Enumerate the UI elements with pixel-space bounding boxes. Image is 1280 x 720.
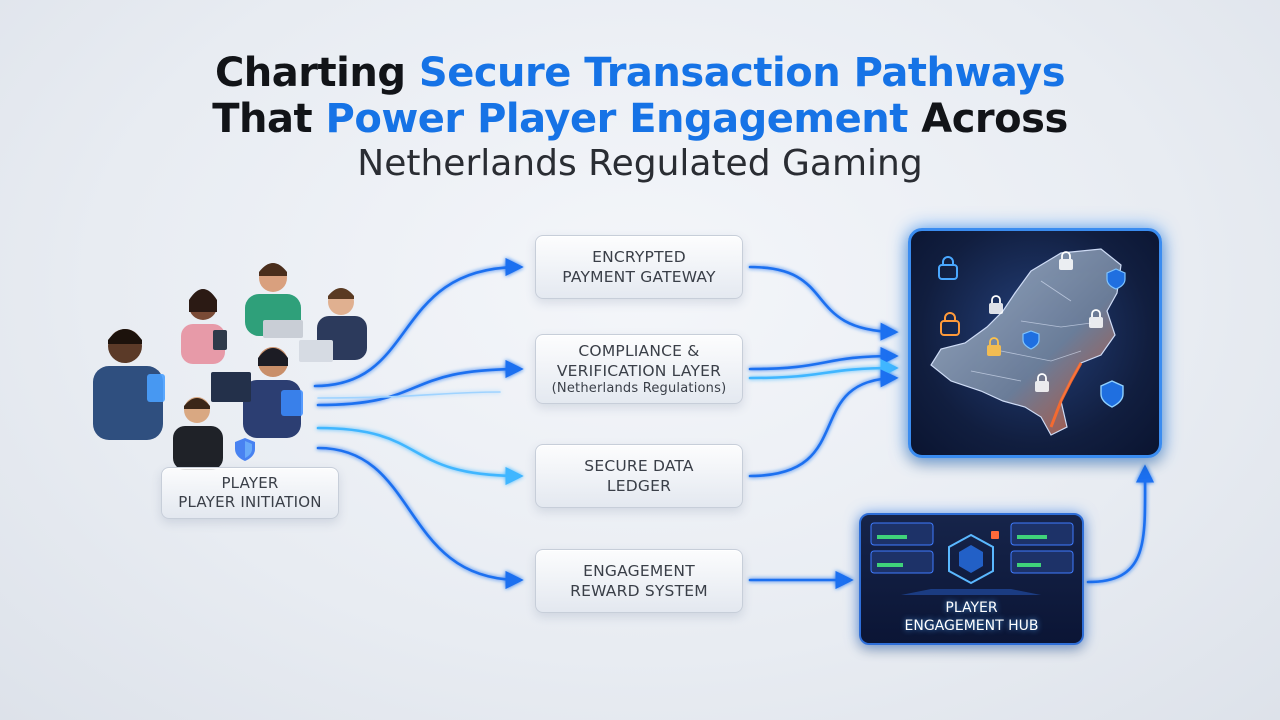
netherlands-map-panel bbox=[908, 228, 1162, 458]
lock-icon bbox=[938, 256, 958, 280]
shield-icon bbox=[1106, 268, 1126, 290]
compliance-verification-node: COMPLIANCE & VERIFICATION LAYER (Netherl… bbox=[535, 334, 743, 404]
encrypted-payment-gateway-node: ENCRYPTED PAYMENT GATEWAY bbox=[535, 235, 743, 299]
flow-gateway-to-map bbox=[748, 265, 899, 341]
flow-compliance-to-map-cyan bbox=[748, 358, 899, 380]
player-node-line-1: PLAYER bbox=[221, 474, 279, 492]
hub-label-line-2: ENGAGEMENT HUB bbox=[904, 618, 1039, 634]
shield-icon bbox=[1100, 380, 1124, 408]
reward-line-1: ENGAGEMENT bbox=[583, 562, 695, 580]
secure-data-ledger-node: SECURE DATA LEDGER bbox=[535, 444, 743, 508]
title-line-2-accent: Power Player Engagement bbox=[325, 96, 909, 142]
player-initiation-node: PLAYER PLAYER INITIATION bbox=[161, 467, 339, 519]
lock-icon bbox=[1089, 309, 1103, 328]
lock-icon bbox=[1059, 251, 1073, 270]
player-engagement-hub-panel: PLAYER ENGAGEMENT HUB bbox=[859, 513, 1084, 645]
title-line-1: Charting Secure Transaction Pathways bbox=[0, 50, 1280, 96]
ledger-line-1: SECURE DATA bbox=[584, 457, 694, 475]
person-woman-dark-shirt bbox=[211, 347, 303, 438]
hub-label-line-1: PLAYER bbox=[945, 600, 998, 616]
title-line-3: Netherlands Regulated Gaming bbox=[357, 143, 923, 184]
title-line-2-text: That bbox=[212, 96, 313, 142]
flow-compliance-to-map bbox=[748, 346, 899, 371]
hub-core-icon bbox=[948, 533, 994, 585]
person-man-laptop-green bbox=[245, 263, 303, 338]
player-node-line-2: PLAYER INITIATION bbox=[178, 493, 322, 511]
netherlands-map bbox=[930, 248, 1126, 436]
gateway-line-1: ENCRYPTED bbox=[592, 248, 686, 266]
title-line-1-text: Charting bbox=[214, 50, 406, 96]
person-woman-tablet bbox=[181, 289, 227, 364]
people-illustration bbox=[93, 263, 367, 470]
ledger-line-2: LEDGER bbox=[606, 477, 672, 495]
flow-to-gateway bbox=[313, 257, 524, 388]
flow-ledger-to-map bbox=[748, 369, 899, 478]
flow-to-reward bbox=[316, 446, 524, 590]
title-line-2-end: Across bbox=[921, 96, 1068, 142]
flow-hub-to-map bbox=[1086, 464, 1155, 584]
person-boy-black-shirt bbox=[173, 397, 223, 470]
compliance-line-2: VERIFICATION LAYER bbox=[556, 362, 722, 380]
title-line-1-accent: Secure Transaction Pathways bbox=[418, 50, 1066, 96]
hub-dashboard-graphic bbox=[870, 522, 1074, 595]
engagement-reward-system-node: ENGAGEMENT REWARD SYSTEM bbox=[535, 549, 743, 613]
shield-icon bbox=[235, 438, 255, 461]
lock-icon bbox=[987, 337, 1001, 356]
person-man-hoodie-phone bbox=[93, 329, 165, 440]
lock-icon bbox=[940, 312, 960, 336]
hub-label: PLAYER ENGAGEMENT HUB bbox=[861, 599, 1082, 635]
reward-line-2: REWARD SYSTEM bbox=[570, 582, 708, 600]
flow-to-compliance-light bbox=[317, 391, 501, 399]
flow-to-compliance bbox=[316, 359, 524, 407]
flow-to-ledger bbox=[316, 426, 524, 486]
compliance-line-1: COMPLIANCE & bbox=[578, 342, 700, 360]
shield-icon bbox=[1022, 330, 1040, 350]
lock-icon bbox=[1035, 373, 1049, 392]
title-line-2: That Power Player Engagement Across bbox=[0, 96, 1280, 142]
gateway-line-2: PAYMENT GATEWAY bbox=[562, 268, 716, 286]
person-man-suit bbox=[299, 288, 367, 362]
lock-icon bbox=[989, 295, 1003, 314]
compliance-subtitle: (Netherlands Regulations) bbox=[551, 381, 727, 396]
